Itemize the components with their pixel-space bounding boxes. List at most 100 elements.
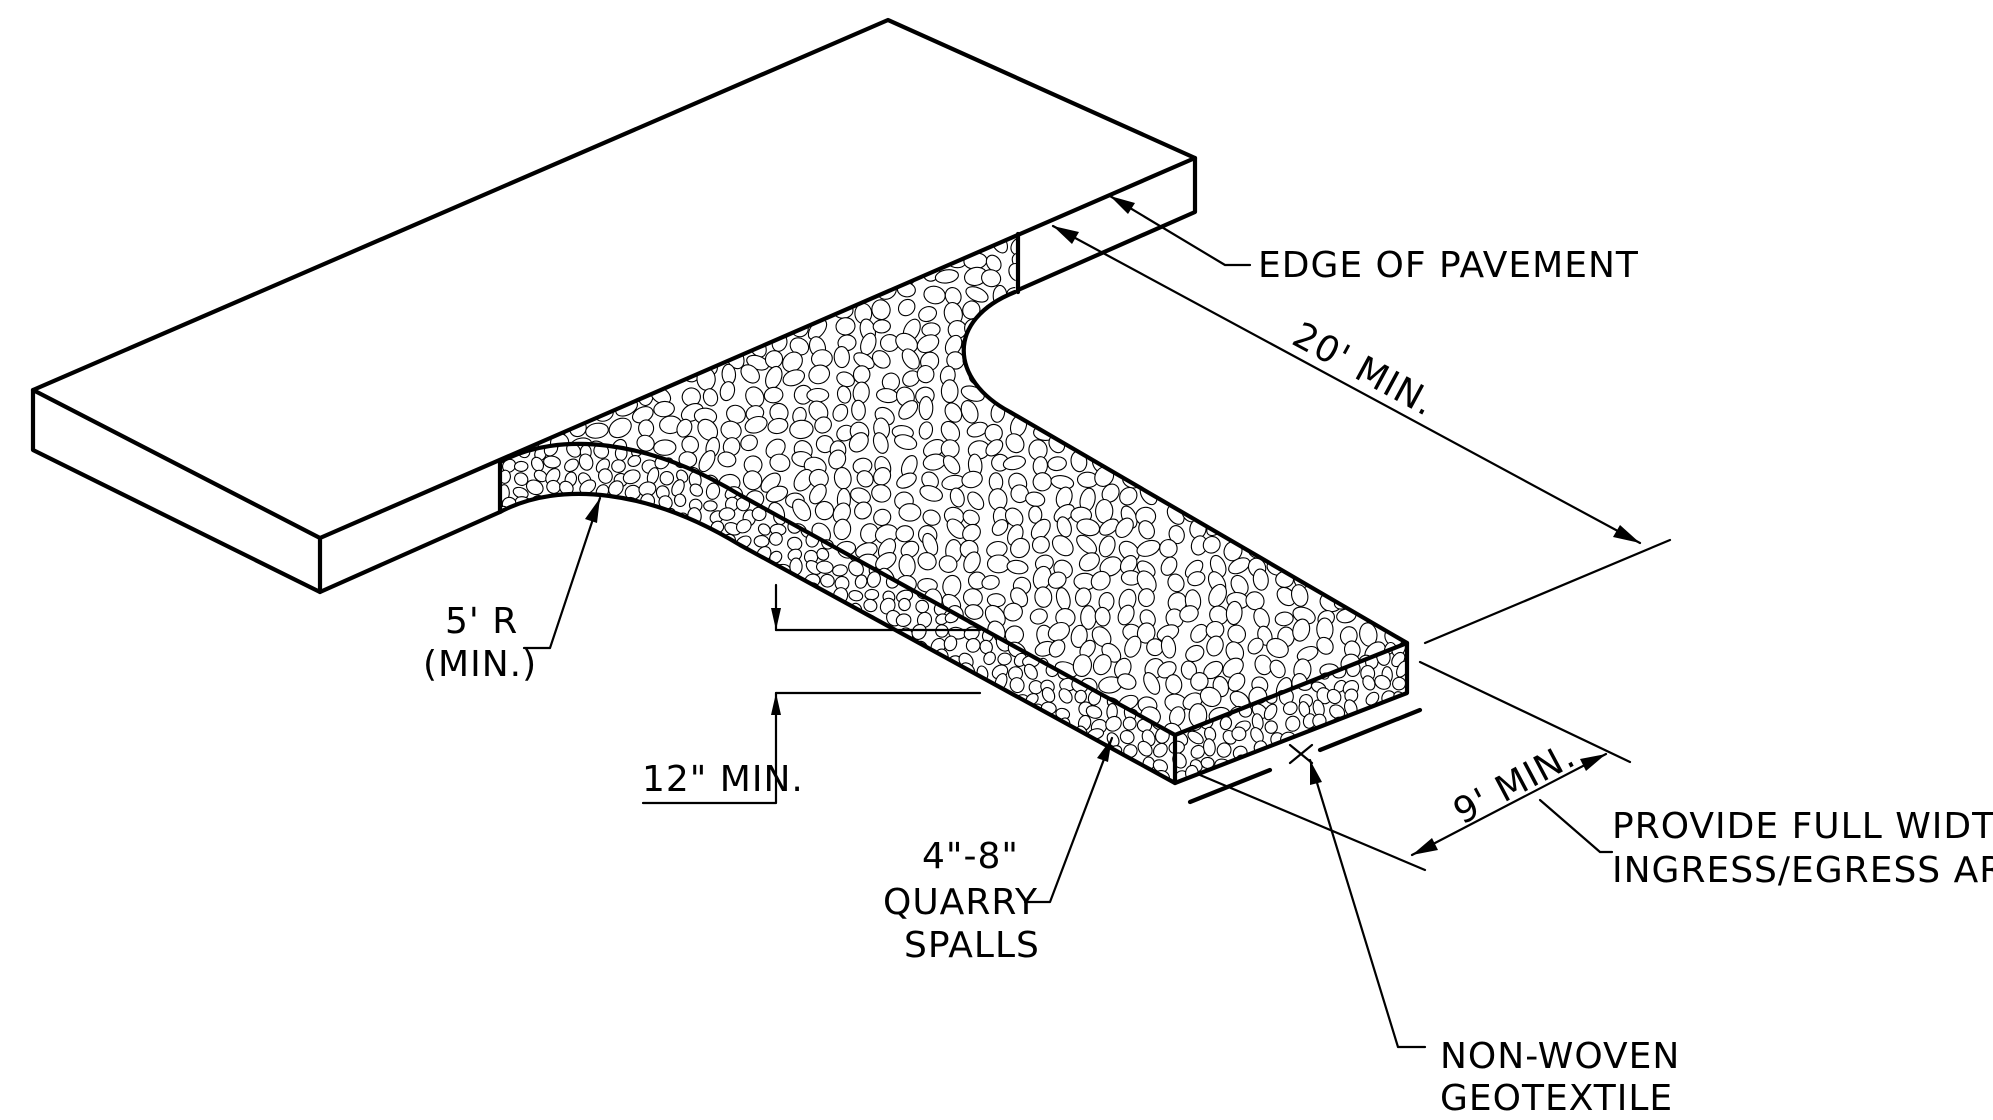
stone	[852, 649, 866, 663]
stone	[475, 738, 501, 761]
stone	[1204, 419, 1223, 436]
stone	[927, 685, 942, 704]
stone	[1161, 367, 1181, 385]
stone	[484, 419, 498, 433]
stone	[720, 690, 735, 705]
stone	[1024, 770, 1048, 795]
stone	[979, 760, 1002, 782]
stone	[656, 366, 675, 383]
stone	[1314, 234, 1334, 235]
stone	[658, 557, 677, 580]
stone	[476, 478, 497, 499]
stone	[576, 628, 591, 643]
stone	[1036, 365, 1054, 384]
stone	[1397, 766, 1407, 783]
stone	[962, 509, 980, 526]
stone	[660, 680, 677, 695]
stone	[788, 705, 807, 718]
stone	[1263, 703, 1278, 721]
stone	[521, 725, 546, 735]
stone	[723, 661, 740, 681]
stone	[902, 664, 917, 678]
stone	[535, 716, 548, 735]
stone	[1032, 472, 1053, 492]
stone	[585, 575, 611, 595]
stone	[1330, 543, 1356, 561]
stone	[865, 757, 883, 773]
stone	[624, 678, 638, 693]
stone	[475, 351, 498, 370]
stone	[1362, 600, 1374, 619]
stone	[717, 451, 737, 468]
stone	[654, 333, 674, 358]
stone	[478, 493, 494, 509]
stone	[1270, 759, 1291, 780]
stone	[895, 525, 915, 543]
stone	[1315, 496, 1330, 510]
stone	[1360, 540, 1378, 562]
stone	[565, 673, 588, 693]
stone	[1247, 371, 1273, 389]
stone	[1382, 599, 1397, 615]
stone	[643, 742, 658, 758]
stone	[1136, 570, 1157, 594]
stone	[565, 771, 581, 783]
stone	[1056, 516, 1072, 538]
stone	[720, 717, 739, 733]
stone	[740, 693, 755, 708]
stone	[644, 511, 662, 525]
stone	[1406, 297, 1407, 315]
stone	[1378, 494, 1394, 509]
stone	[1199, 443, 1216, 460]
stone	[963, 551, 981, 574]
stone	[832, 708, 848, 720]
stone	[629, 554, 649, 574]
stone	[834, 234, 854, 253]
stone	[996, 707, 1011, 720]
stone	[674, 715, 693, 731]
stone	[1249, 234, 1272, 238]
stone	[720, 317, 740, 337]
stone	[473, 217, 496, 240]
stone	[1055, 743, 1070, 758]
stone	[1185, 644, 1205, 663]
stone	[1337, 456, 1357, 474]
stone	[526, 384, 550, 400]
stone	[639, 701, 654, 716]
stone	[799, 611, 815, 626]
stone	[612, 547, 626, 563]
stone	[1335, 568, 1356, 590]
stone	[1379, 504, 1403, 521]
stone	[643, 544, 658, 560]
stone	[726, 554, 744, 574]
stone	[802, 737, 828, 761]
stone	[921, 661, 944, 680]
stone	[1263, 520, 1277, 539]
stone	[1051, 535, 1074, 557]
stone	[1271, 301, 1290, 324]
stone	[474, 487, 496, 509]
stone	[592, 613, 607, 628]
stone	[624, 756, 641, 769]
stone	[558, 534, 575, 550]
stone	[701, 705, 726, 726]
stone	[703, 615, 719, 630]
stone	[547, 676, 560, 691]
stone	[984, 691, 1008, 711]
stone	[1097, 331, 1116, 350]
stone	[1364, 522, 1379, 536]
stone	[1156, 329, 1179, 351]
stone	[655, 562, 670, 577]
stone	[501, 368, 520, 388]
stone	[962, 727, 979, 744]
stone	[741, 609, 757, 625]
stone	[772, 663, 788, 680]
stone	[710, 544, 724, 560]
stone	[1363, 297, 1387, 318]
stone	[1167, 250, 1187, 270]
stone	[851, 247, 869, 266]
stone	[797, 729, 816, 745]
stone	[1103, 778, 1121, 783]
stone	[752, 642, 767, 657]
